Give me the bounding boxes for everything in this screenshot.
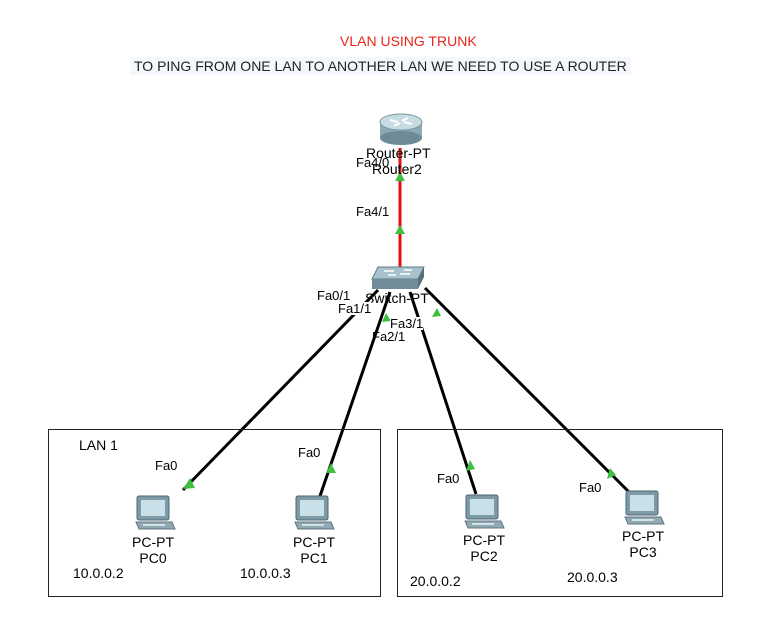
switch-icon xyxy=(371,266,425,289)
link-up-indicator xyxy=(432,308,441,317)
pc3-type-label: PC-PT xyxy=(622,528,664,544)
pc0-type-label: PC-PT xyxy=(132,534,174,550)
port-label-switch-fa41: Fa4/1 xyxy=(356,204,390,219)
port-label-router-fa40: Fa4/0 xyxy=(356,155,390,170)
link-up-indicator xyxy=(183,478,195,489)
link-switch-pc3[interactable] xyxy=(423,286,634,497)
switch-type-label: Switch-PT xyxy=(365,290,429,306)
pc-icon xyxy=(294,495,335,530)
pc3-ip-label: 20.0.0.3 xyxy=(567,569,618,585)
port-label-switch-fa21: Fa2/1 xyxy=(372,329,406,344)
router-icon xyxy=(379,113,423,145)
port-label-switch-fa01: Fa0/1 xyxy=(317,288,351,303)
diagram-title: VLAN USING TRUNK xyxy=(340,33,477,49)
link-up-indicator xyxy=(382,313,391,322)
pc2-ip-label: 20.0.0.2 xyxy=(410,573,461,589)
link-switch-pc0[interactable] xyxy=(181,288,380,492)
router-name-label: Router2 xyxy=(372,161,422,177)
lan1-area xyxy=(48,429,381,597)
link-up-indicator xyxy=(395,172,405,181)
link-up-indicator xyxy=(607,468,616,479)
pc-icon xyxy=(464,494,505,529)
port-label-pc1-fa0: Fa0 xyxy=(298,445,321,460)
pc0-ip-label: 10.0.0.2 xyxy=(73,565,124,581)
port-label-pc3-fa0: Fa0 xyxy=(579,480,602,495)
pc1-type-label: PC-PT xyxy=(293,534,335,550)
diagram-subtitle: TO PING FROM ONE LAN TO ANOTHER LAN WE N… xyxy=(130,57,631,75)
router-type-label: Router-PT xyxy=(366,145,431,161)
pc3-name-label: PC3 xyxy=(629,544,657,560)
router-device[interactable] xyxy=(378,112,424,146)
pc2-device[interactable] xyxy=(463,494,505,530)
pc1-ip-label: 10.0.0.3 xyxy=(240,565,291,581)
port-label-switch-fa11: Fa1/1 xyxy=(338,301,372,316)
pc1-device[interactable] xyxy=(293,495,335,531)
link-up-indicator xyxy=(395,225,405,234)
pc1-name-label: PC1 xyxy=(300,550,328,566)
link-up-indicator xyxy=(466,460,475,471)
pc0-name-label: PC0 xyxy=(139,550,167,566)
link-up-indicator xyxy=(326,463,336,473)
pc0-device[interactable] xyxy=(134,495,176,531)
link-switch-pc1[interactable] xyxy=(318,291,392,497)
port-label-pc2-fa0: Fa0 xyxy=(437,471,460,486)
port-label-pc0-fa0: Fa0 xyxy=(155,458,178,473)
lan2-area xyxy=(397,429,723,597)
pc2-name-label: PC2 xyxy=(470,548,498,564)
pc-icon xyxy=(624,490,665,525)
port-label-switch-fa31: Fa3/1 xyxy=(390,316,424,331)
pc-icon xyxy=(135,495,176,530)
lan1-label: LAN 1 xyxy=(79,437,118,453)
pc2-type-label: PC-PT xyxy=(463,532,505,548)
switch-device[interactable] xyxy=(370,265,426,291)
pc3-device[interactable] xyxy=(623,490,665,526)
